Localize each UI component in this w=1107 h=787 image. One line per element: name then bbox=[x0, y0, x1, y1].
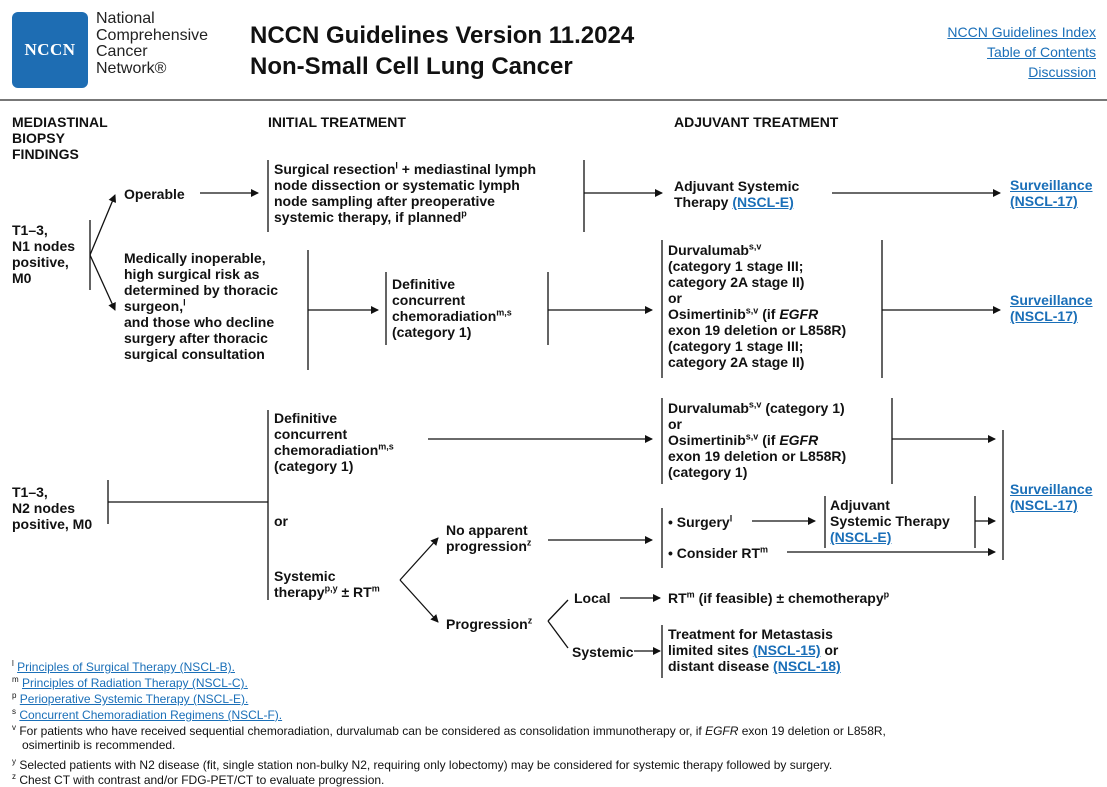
nccn-logo: NCCN bbox=[12, 12, 88, 88]
surveillance-link-3[interactable]: Surveillance(NSCL-17) bbox=[1010, 481, 1093, 513]
n1-def-chemo-box: Definitive concurrent chemoradiationm,s … bbox=[392, 276, 512, 340]
systemic-therapy-box: Systemic therapyp,y ± RTm bbox=[274, 568, 380, 600]
consider-rt-option: • Consider RTm bbox=[668, 544, 769, 561]
surgical-resection-box: Surgical resectionl + mediastinal lymph … bbox=[274, 160, 537, 225]
surveillance-link-2[interactable]: Surveillance(NSCL-17) bbox=[1010, 292, 1093, 324]
rt-feasible-text: RTm (if feasible) ± chemotherapyp bbox=[668, 589, 890, 606]
surgery-option: • Surgeryl bbox=[668, 513, 733, 530]
progression-label: Progressionz bbox=[446, 615, 533, 632]
systemic-label: Systemic bbox=[572, 644, 634, 660]
org-name: National Comprehensive Cancer Network® bbox=[96, 10, 209, 77]
footnote-l[interactable]: l Principles of Surgical Therapy (NSCL-B… bbox=[12, 659, 235, 675]
footnote-z: z Chest CT with contrast and/or FDG-PET/… bbox=[12, 772, 385, 787]
operable-label: Operable bbox=[124, 186, 185, 202]
n2-adjuvant-systemic-box: Adjuvant Systemic Therapy (NSCL-E) bbox=[830, 497, 950, 545]
metastasis-box: Treatment for Metastasis limited sites (… bbox=[668, 626, 841, 674]
nscl-18-link[interactable]: (NSCL-18) bbox=[773, 658, 841, 674]
col-header-adjuvant: ADJUVANT TREATMENT bbox=[674, 114, 839, 130]
page-title: NCCN Guidelines Version 11.2024 Non-Smal… bbox=[250, 22, 635, 80]
footnote-s[interactable]: s Concurrent Chemoradiation Regimens (NS… bbox=[12, 707, 283, 723]
local-label: Local bbox=[574, 590, 611, 606]
guidelines-index-link[interactable]: NCCN Guidelines Index bbox=[947, 24, 1096, 40]
nscl-e-link-2[interactable]: (NSCL-E) bbox=[830, 529, 892, 545]
footnote-m[interactable]: m Principles of Radiation Therapy (NSCL-… bbox=[12, 675, 248, 691]
footnote-v: v For patients who have received sequent… bbox=[12, 723, 886, 753]
header-divider bbox=[0, 99, 1107, 101]
n2-def-chemo-box: Definitive concurrent chemoradiationm,s … bbox=[274, 410, 394, 474]
no-progression-label: No apparent progressionz bbox=[446, 522, 532, 554]
n1-durvalumab-box: Durvalumabs,v (category 1 stage III; cat… bbox=[668, 241, 847, 370]
adjuvant-systemic-box: Adjuvant Systemic Therapy (NSCL-E) bbox=[674, 178, 800, 210]
inoperable-box: Medically inoperable, high surgical risk… bbox=[124, 250, 279, 362]
discussion-link[interactable]: Discussion bbox=[1028, 64, 1096, 80]
table-of-contents-link[interactable]: Table of Contents bbox=[987, 44, 1096, 60]
or-label: or bbox=[274, 513, 288, 529]
footnote-y: y Selected patients with N2 disease (fit… bbox=[12, 757, 833, 773]
nscl-15-link[interactable]: (NSCL-15) bbox=[752, 642, 821, 658]
nscl-e-link[interactable]: (NSCL-E) bbox=[732, 194, 794, 210]
footnote-p[interactable]: p Perioperative Systemic Therapy (NSCL-E… bbox=[12, 691, 249, 707]
nav-links: NCCN Guidelines Index Table of Contents … bbox=[947, 22, 1096, 82]
n2-durvalumab-box: Durvalumabs,v (category 1) or Osimertini… bbox=[668, 399, 847, 480]
surveillance-link-1[interactable]: Surveillance(NSCL-17) bbox=[1010, 177, 1093, 209]
col-header-initial: INITIAL TREATMENT bbox=[268, 114, 406, 130]
